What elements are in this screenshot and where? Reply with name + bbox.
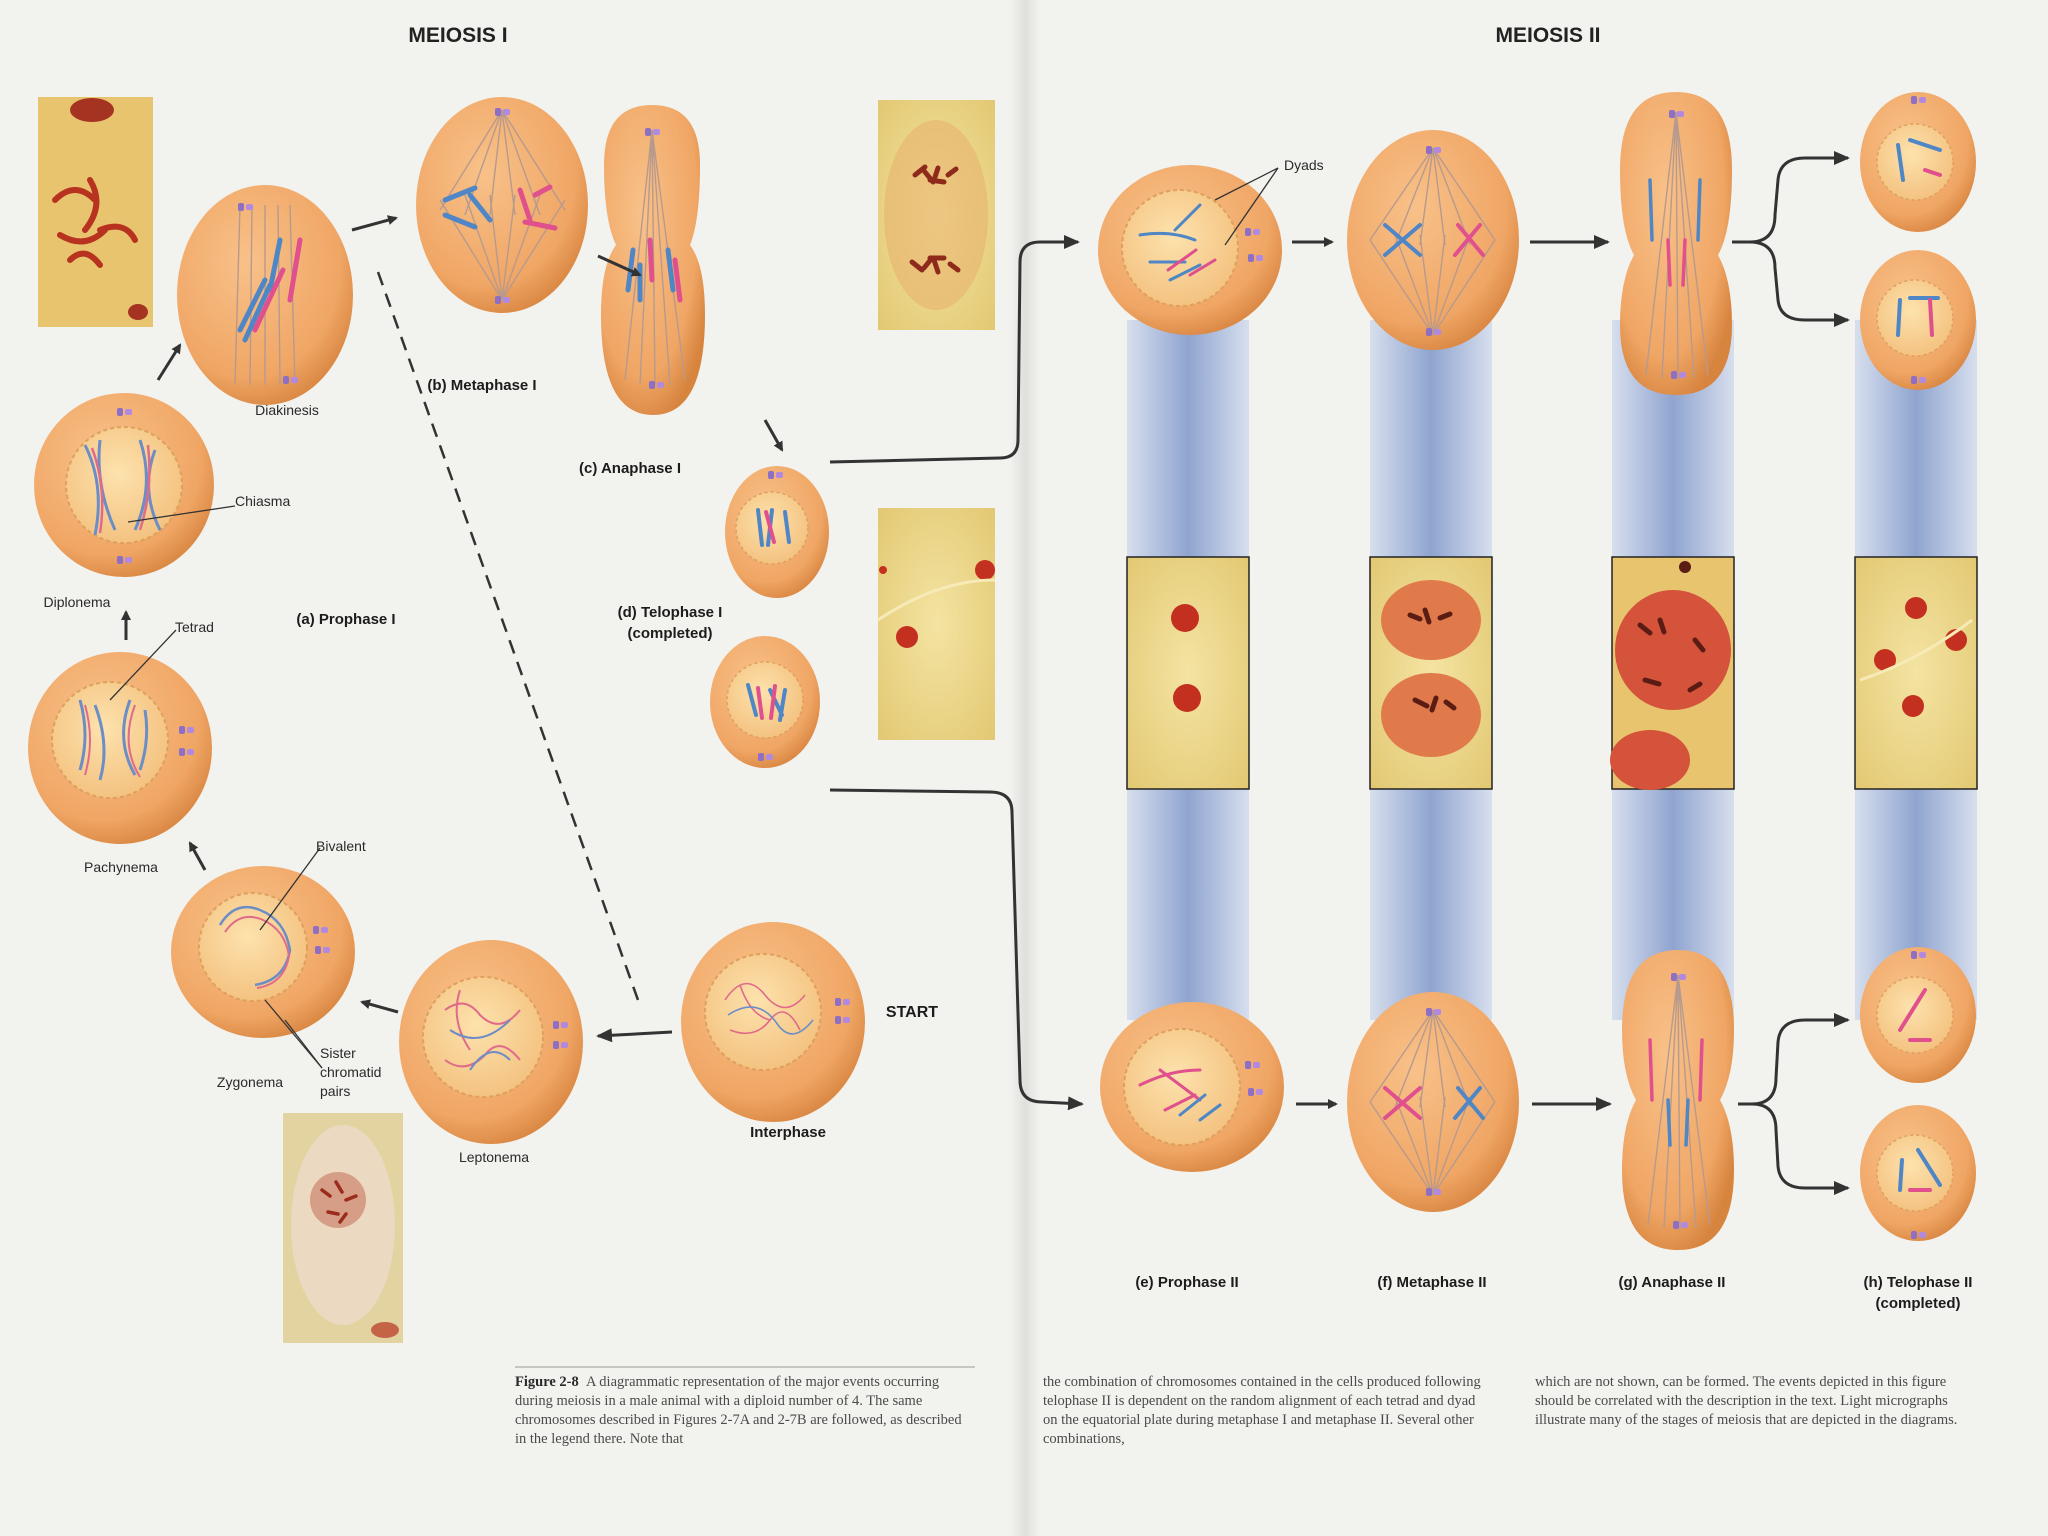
label-bivalent: Bivalent <box>316 838 366 854</box>
arrow-leptonema-to-zygonema <box>360 999 399 1014</box>
arrow-anaphase-2-to-telophase-2-c <box>1738 1013 1850 1106</box>
label-metaphase-2: (f) Metaphase II <box>1377 1274 1486 1291</box>
leader-lines <box>109 167 1279 1069</box>
cell-telophase-1-top <box>725 466 829 598</box>
micrograph-metaphase-2 <box>1369 556 1493 790</box>
dyads-leader-1 <box>1214 167 1279 201</box>
cell-diakinesis <box>177 185 353 405</box>
label-zygonema: Zygonema <box>217 1074 283 1090</box>
label-prophase-1: (a) Prophase I <box>296 611 395 628</box>
cell-telophase-1-bottom <box>710 636 820 768</box>
caption-column-2: the combination of chromosomes contained… <box>1043 1373 1483 1449</box>
caption-column-1: Figure 2-8 A diagrammatic representation… <box>515 1373 975 1449</box>
labels: Diakinesis (b) Metaphase I (c) Anaphase … <box>44 157 1973 1312</box>
arrow-anaphase-2-to-telophase-2-b <box>1749 240 1850 327</box>
cell-telophase-2-b <box>1860 250 1976 390</box>
caption-text-2: the combination of chromosomes contained… <box>1043 1374 1481 1447</box>
label-pachynema: Pachynema <box>84 859 158 875</box>
cell-anaphase-1 <box>601 105 705 415</box>
bivalent-leader <box>259 847 321 931</box>
label-anaphase-2: (g) Anaphase II <box>1619 1274 1726 1291</box>
arrow-interphase-to-leptonema <box>596 1028 673 1043</box>
micrograph-leptonema <box>283 1113 403 1343</box>
cell-metaphase-2-top <box>1347 130 1519 350</box>
cell-metaphase-2-bottom <box>1347 992 1519 1212</box>
arrow-diplonema-to-diakinesis <box>156 343 182 381</box>
arrow-diakinesis-to-metaphase-1 <box>351 215 398 232</box>
micrograph-anaphase-2 <box>1610 556 1735 790</box>
book-gutter <box>1010 0 1040 1536</box>
label-chiasma: Chiasma <box>235 493 290 509</box>
cell-telophase-2-a <box>1860 92 1976 232</box>
arrow-zygonema-to-pachynema <box>188 841 207 871</box>
label-prophase-2: (e) Prophase II <box>1135 1274 1238 1291</box>
cell-telophase-2-c <box>1860 947 1976 1083</box>
arrow-anaphase-1-to-telophase-1 <box>763 419 784 452</box>
chiasma-leader <box>127 505 236 523</box>
label-telophase-2-line2: (completed) <box>1875 1295 1960 1312</box>
arrow-anaphase-2-to-telophase-2-d <box>1751 1102 1850 1195</box>
caption-column-3: which are not shown, can be formed. The … <box>1535 1373 1975 1430</box>
sister-chromatid-leader-2 <box>284 1019 323 1069</box>
label-sister-line3: pairs <box>320 1083 350 1099</box>
label-telophase-1-line2: (completed) <box>627 625 712 642</box>
micrograph-metaphase-1 <box>878 100 995 330</box>
label-interphase: Interphase <box>750 1124 826 1141</box>
label-sister-line1: Sister <box>320 1045 356 1061</box>
micrograph-diakinesis <box>38 97 153 327</box>
label-sister-line2: chromatid <box>320 1064 381 1080</box>
arrow-telophase-1-to-prophase-2-bottom <box>829 788 1084 1111</box>
meiosis-2-bands <box>1127 320 1977 1020</box>
cell-anaphase-2-bottom <box>1622 950 1734 1250</box>
cell-prophase-2-bottom <box>1100 1002 1284 1172</box>
cell-telophase-2-d <box>1860 1105 1976 1241</box>
dashed-line-interphase-link <box>376 271 640 1001</box>
label-leptonema: Leptonema <box>459 1149 529 1165</box>
caption-text-1: A diagrammatic representation of the maj… <box>515 1374 962 1447</box>
cell-prophase-2-top <box>1098 165 1282 335</box>
micrograph-telophase-2 <box>1854 556 1978 790</box>
label-diplonema: Diplonema <box>44 594 111 610</box>
cell-zygonema <box>171 866 355 1038</box>
cell-interphase <box>681 922 865 1122</box>
label-tetrad: Tetrad <box>175 619 214 635</box>
meiosis-2-title: MEIOSIS II <box>1495 24 1600 47</box>
caption-text-3: which are not shown, can be formed. The … <box>1535 1374 1958 1428</box>
label-telophase-1-line1: (d) Telophase I <box>618 604 723 621</box>
cell-leptonema <box>399 940 583 1144</box>
label-start: START <box>886 1004 938 1021</box>
figure-label: Figure 2-8 <box>515 1374 579 1390</box>
flow-arrows <box>121 151 1850 1195</box>
arrow-anaphase-2-to-telophase-2-a <box>1732 151 1850 244</box>
label-anaphase-1: (c) Anaphase I <box>579 460 681 477</box>
meiosis-1-title: MEIOSIS I <box>408 24 507 47</box>
label-metaphase-1: (b) Metaphase I <box>427 377 536 394</box>
cell-anaphase-2-top <box>1620 92 1732 395</box>
dyads-leader-2 <box>1224 167 1279 246</box>
label-telophase-2-line1: (h) Telophase II <box>1864 1274 1973 1291</box>
label-diakinesis: Diakinesis <box>255 402 319 418</box>
micrograph-prophase-2 <box>1126 556 1250 790</box>
tetrad-leader <box>109 629 177 701</box>
cell-metaphase-1 <box>416 97 588 313</box>
arrow-telophase-1-to-prophase-2-top <box>829 235 1080 464</box>
arrow-metaphase-1-to-anaphase-1 <box>597 254 642 277</box>
micrograph-telophase-1 <box>877 508 996 740</box>
cell-diplonema <box>34 393 214 577</box>
cell-pachynema <box>28 652 212 844</box>
label-dyads: Dyads <box>1284 157 1324 173</box>
